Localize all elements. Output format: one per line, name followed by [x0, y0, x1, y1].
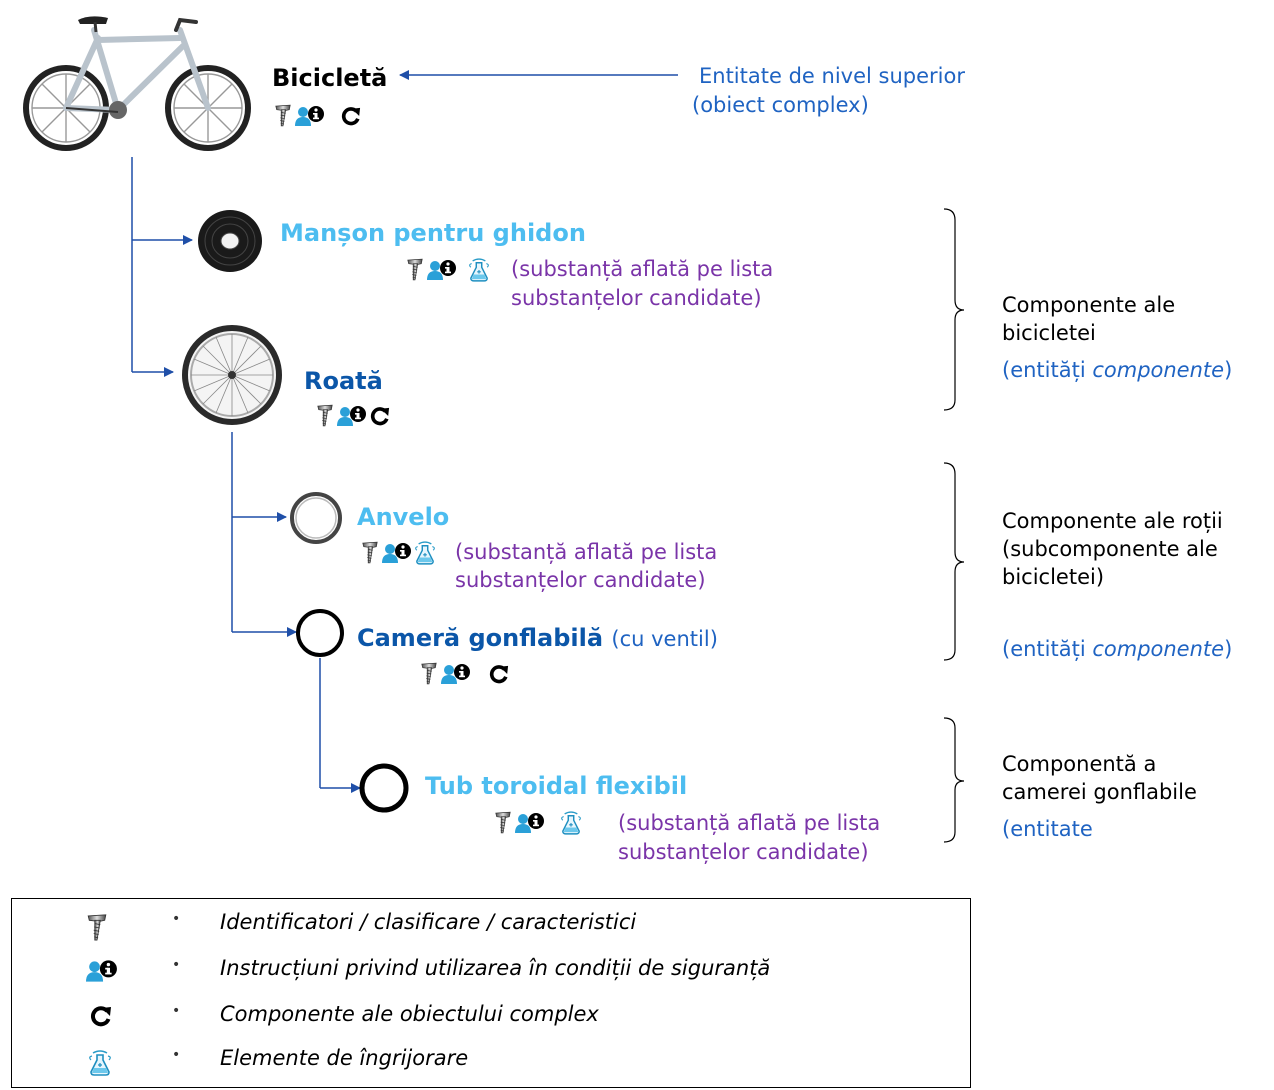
tyre-image	[290, 492, 342, 544]
legend-text: Elemente de îngrijorare	[220, 1046, 469, 1070]
user-info-icon	[382, 542, 412, 564]
toroid-title: Tub toroidal flexibil	[425, 772, 688, 800]
screw-icon	[420, 662, 438, 686]
group-note-suffix: )	[1224, 637, 1233, 661]
group-note-italic: componente	[1092, 358, 1225, 382]
legend-text: Identificatori / clasificare / caracteri…	[220, 910, 637, 934]
bicycle-icons	[274, 103, 361, 129]
flask-icon	[561, 811, 581, 835]
wheel-icons	[316, 403, 390, 429]
tube-icons	[420, 661, 509, 687]
refresh-icon	[489, 664, 509, 684]
group-line: Componentă a	[1002, 752, 1157, 776]
group-line: Componente ale	[1002, 293, 1176, 317]
group-wheel-components-note: (entități componente)	[1002, 635, 1232, 663]
flask-icon	[89, 1049, 111, 1077]
legend-bullet: •	[172, 957, 181, 973]
group-line: (subcomponente ale	[1002, 537, 1218, 561]
tyre-note-line1: (substanță aflată pe lista	[455, 540, 718, 564]
group-wheel-components-label: Componente ale roții (subcomponente ale …	[1002, 507, 1223, 591]
screw-icon	[361, 541, 379, 565]
group-line: camerei gonflabile	[1002, 780, 1197, 804]
group-line: Componente ale roții	[1002, 509, 1223, 533]
toroid-icons	[494, 810, 581, 836]
legend-text: Instrucțiuni privind utilizarea în condi…	[220, 956, 771, 980]
legend-bullet: •	[172, 1047, 181, 1063]
refresh-icon	[341, 106, 361, 126]
group-tube-components-label: Componentă a camerei gonflabile	[1002, 750, 1197, 806]
group-note-suffix: )	[1224, 358, 1233, 382]
bracket-tube-components	[943, 717, 965, 843]
user-info-icon	[427, 259, 457, 281]
screw-icon	[494, 811, 512, 835]
tyre-title: Anvelo	[357, 503, 450, 531]
user-info-icon	[441, 663, 471, 685]
group-note-italic: componente	[1092, 637, 1225, 661]
toroid-note-line2: substanțelor candidate)	[618, 840, 869, 864]
refresh-icon	[370, 406, 390, 426]
legend-row-components: • Componente ale obiectului complex	[12, 999, 970, 1039]
group-note-prefix: (entități	[1002, 358, 1093, 382]
top-annotation-line1: Entitate de nivel superior	[699, 64, 965, 88]
grip-note-line2: substanțelor candidate)	[511, 286, 762, 310]
tyre-note-line2: substanțelor candidate)	[455, 568, 706, 592]
user-info-icon	[337, 405, 367, 427]
grip-title: Manșon pentru ghidon	[280, 219, 586, 247]
bracket-bicycle-components	[943, 208, 965, 411]
group-bicycle-components-note: (entități componente)	[1002, 356, 1232, 384]
wheel-title: Roată	[304, 367, 383, 395]
tube-title-row: Cameră gonflabilă (cu ventil)	[357, 624, 718, 653]
legend-row-concern: • Elemente de îngrijorare	[12, 1043, 970, 1083]
group-line: bicicletei	[1002, 321, 1096, 345]
bicycle-title: Bicicletă	[272, 64, 388, 92]
legend-text: Componente ale obiectului complex	[220, 1002, 599, 1026]
grip-note-line1: (substanță aflată pe lista	[511, 257, 774, 281]
grip-icons	[406, 257, 489, 283]
screw-icon	[316, 404, 334, 428]
bracket-wheel-components	[943, 462, 965, 661]
wheel-image	[182, 325, 282, 425]
tube-suffix: (cu ventil)	[611, 627, 718, 651]
user-info-icon	[515, 812, 545, 834]
legend-row-identifiers: • Identificatori / clasificare / caracte…	[12, 907, 970, 947]
tube-title: Cameră gonflabilă	[357, 624, 604, 652]
group-line: bicicletei)	[1002, 565, 1105, 589]
bicycle-image	[23, 16, 251, 151]
flask-icon	[415, 541, 435, 565]
group-bicycle-components-label: Componente ale bicicletei	[1002, 291, 1175, 347]
user-info-icon	[86, 959, 118, 983]
toroid-note-line1: (substanță aflată pe lista	[618, 811, 881, 835]
screw-icon	[86, 913, 108, 943]
inner-tube-image	[296, 609, 344, 657]
tyre-icons	[361, 540, 435, 566]
group-note-prefix: (entități	[1002, 637, 1093, 661]
flexible-toroid-image	[359, 763, 409, 813]
group-tube-components-note: (entitate	[1002, 815, 1093, 843]
legend-bullet: •	[172, 911, 181, 927]
top-annotation-line2: (obiect complex)	[692, 93, 869, 117]
refresh-icon	[90, 1005, 112, 1027]
grip-tape-image	[198, 210, 262, 272]
screw-icon	[406, 258, 424, 282]
group-note-prefix: (entitate	[1002, 817, 1093, 841]
legend-row-safety: • Instrucțiuni privind utilizarea în con…	[12, 953, 970, 993]
flask-icon	[469, 258, 489, 282]
user-info-icon	[295, 105, 325, 127]
screw-icon	[274, 104, 292, 128]
legend-bullet: •	[172, 1003, 181, 1019]
legend-box: • Identificatori / clasificare / caracte…	[11, 898, 971, 1088]
